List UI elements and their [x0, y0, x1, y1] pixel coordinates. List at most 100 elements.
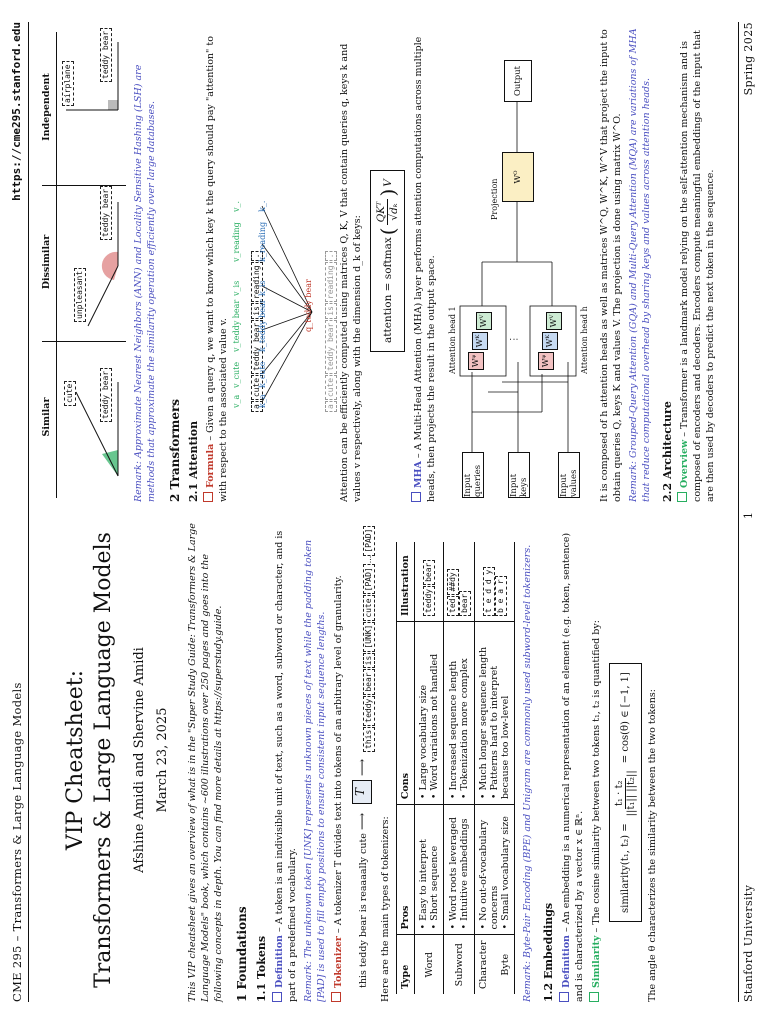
th-type: Type — [396, 934, 415, 994]
checkbox-icon — [589, 992, 599, 1002]
subsection-tokens: 1.1 Tokens — [255, 935, 268, 1002]
tokenizer-text: – A tokenizer T divides text into tokens… — [333, 575, 344, 937]
section-transformers: 2 Transformers — [168, 398, 182, 502]
token-sequence: thisteddybearis[UNK]cute[PAD]...[PAD] — [356, 525, 375, 752]
value-label: v_is — [232, 280, 241, 296]
left-column: VIP Cheatsheet: Transformers & Large Lan… — [40, 518, 659, 1002]
footer-university: Stanford University — [742, 884, 755, 1002]
token: teddy — [363, 695, 375, 726]
cell-cons: • Increased sequence length• Tokenizatio… — [443, 621, 475, 805]
token: . — [325, 250, 337, 262]
th-cons: Cons — [396, 621, 415, 805]
dots: ⋮ — [509, 334, 520, 345]
authors: Afshine Amidi and Shervine Amidi — [132, 647, 147, 873]
tokenizer-label: Tokenizer — [333, 936, 344, 988]
example-sentence: this teddy bear is reaaaally cute — [358, 833, 369, 988]
footer-term: Spring 2025 — [742, 22, 755, 96]
attention-lines-svg — [261, 205, 313, 403]
arrow-icon: ⟶ — [355, 758, 369, 776]
subsection-embeddings: 1.2 Embeddings — [542, 902, 555, 1002]
mha-lines-svg — [459, 102, 577, 454]
remark-ann: Remark: Approximate Nearest Neighbors (A… — [133, 64, 157, 502]
word-unpleasant: unpleasant — [74, 267, 86, 322]
head-1-label: Attention head 1 — [448, 306, 457, 374]
word-teddy-bear: teddy bear — [100, 185, 112, 240]
header-independent: Independent — [41, 73, 52, 141]
wq-box: Wᵠ — [468, 352, 484, 370]
cell-cons: • Large vocabulary size• Word variations… — [414, 621, 444, 805]
input-keys-box: Input keys — [508, 452, 530, 498]
date: March 23, 2025 — [155, 707, 170, 813]
value-label: v_teddy bear — [232, 299, 241, 352]
checkbox-icon — [411, 492, 421, 502]
remark-bpe: Remark: Byte-Pair Encoding (BPE) and Uni… — [522, 544, 533, 1002]
checkbox-icon — [677, 492, 687, 502]
token: is — [325, 303, 337, 319]
cell-type: Word — [423, 951, 435, 978]
token: is — [363, 652, 375, 669]
similarity-figure: Similar Dissimilar Independent cute — [36, 22, 128, 502]
similarity-definition: Similarity – The cosine similarity betwe… — [589, 518, 603, 1002]
page-number: 1 — [742, 512, 755, 519]
tokenizer-table: Type Pros Cons Illustration Word • Easy … — [396, 542, 515, 994]
wv-box: Wⱽ — [476, 312, 492, 330]
mha-description: It is composed of h attention heads as w… — [599, 29, 623, 502]
token: cute — [363, 595, 375, 621]
table-row: Word • Easy to interpret• Short sequence… — [414, 542, 444, 994]
token: this — [363, 726, 375, 752]
ellipsis: ... — [364, 555, 373, 564]
word-airplane: airplane — [62, 61, 74, 106]
token: [PAD] — [363, 525, 375, 556]
th-illustration: Illustration — [396, 542, 415, 622]
fig-header-rule — [56, 32, 57, 498]
title-line1: VIP Cheatsheet: — [63, 669, 88, 851]
word-teddy-bear: teddy bear — [100, 27, 112, 82]
footer-rule — [738, 22, 739, 1002]
cell-pros: • No out-of-vocabulary concerns• Small v… — [474, 804, 515, 935]
value-label: v_. — [232, 200, 241, 212]
def-text: – A token is an indivisible unit of text… — [274, 530, 298, 1002]
token: teddy bear — [325, 319, 337, 374]
header-similar: Similar — [41, 397, 52, 437]
key-label: k_cute — [258, 361, 267, 388]
checkbox-icon — [559, 992, 569, 1002]
token: [PAD] — [363, 564, 375, 595]
checkbox-icon — [331, 992, 341, 1002]
attention-formula: attention = softmax ( QKᵀ √dₖ ) V — [370, 170, 405, 352]
intro: This VIP cheatsheet gives an overview of… — [187, 523, 224, 1002]
input-queries-box: Input queries — [462, 452, 484, 498]
checkbox-icon — [203, 492, 213, 502]
cell-illustration: ted##dybear — [443, 542, 475, 622]
tokenizer-example: this teddy bear is reaaaally cute ⟶ T ⟶ … — [351, 518, 377, 1002]
similarity-vectors-svg — [66, 42, 119, 477]
key-label: k_reading — [258, 221, 267, 262]
section-foundations: 1 Foundations — [235, 906, 249, 1002]
subsection-attention: 2.1 Attention — [187, 420, 200, 502]
checkbox-icon — [272, 992, 282, 1002]
key-label: k_a — [258, 394, 267, 408]
subsection-architecture: 2.2 Architecture — [661, 401, 674, 502]
token: reading — [325, 262, 337, 303]
cell-illustration: teddybear — [414, 542, 444, 622]
attention-diagram: v_a v_cute v_teddy bear v_is v_reading v… — [232, 22, 338, 502]
cell-type: Subword — [443, 934, 475, 994]
wk-box: Wᴷ — [542, 332, 558, 350]
output-box: Output — [504, 60, 532, 102]
course-url[interactable]: https://cme295.stanford.edu — [10, 22, 23, 201]
word-cute: cute — [64, 380, 76, 406]
table-row: Subword • Word roots leveraged• Intuitiv… — [443, 542, 475, 994]
column-gap — [30, 510, 736, 511]
similarity-formula: similarity(t₁, t₂) = t₁ · t₂ ||t₁|| ||t₂… — [609, 663, 642, 922]
value-label: v_cute — [232, 361, 241, 388]
cell-pros: • Easy to interpret• Short sequence — [414, 804, 444, 935]
def-label: Definition — [274, 935, 285, 988]
token-definition: Definition – A token is an indivisible u… — [272, 518, 299, 1002]
attention-formula-def: Formula – Given a query q, we want to kn… — [203, 36, 229, 502]
head-h-label: Attention head h — [580, 306, 589, 374]
cell-cons: • Much longer sequence length• Patterns … — [474, 621, 515, 805]
token: a — [325, 401, 337, 412]
